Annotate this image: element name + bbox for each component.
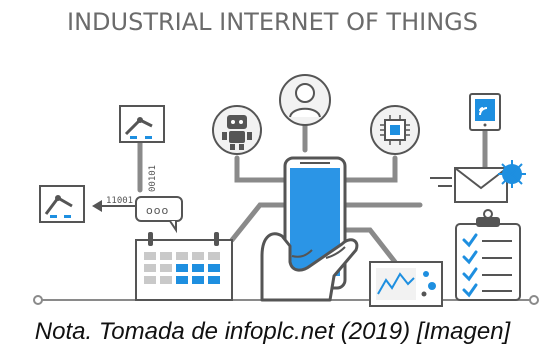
connector-lines: [137, 123, 488, 265]
analytics-screen-icon: [369, 261, 443, 307]
chat-bubble-icon: [135, 196, 183, 234]
envelope-icon: [430, 160, 526, 203]
user-icon: [279, 74, 331, 126]
chip-icon: [370, 105, 420, 155]
binary-horizontal-label: 11001: [106, 196, 133, 206]
robot-icon: [212, 105, 262, 155]
checklist-clipboard-icon: [455, 209, 521, 301]
smartphone-in-hand-icon: [260, 156, 359, 302]
robot-arm-icon-top: [119, 105, 165, 143]
image-caption: Nota. Tomada de infoplc.net (2019) [Imag…: [34, 318, 511, 345]
data-arrow: [92, 200, 140, 212]
tablet-signal-icon: [469, 93, 501, 131]
calendar-icon: [135, 232, 233, 301]
chat-dots-label: ooo: [146, 204, 169, 217]
binary-vertical-label: 00101: [148, 165, 158, 192]
robot-arm-icon-left: [39, 185, 85, 223]
diagram-title: INDUSTRIAL INTERNET OF THINGS: [67, 8, 478, 36]
